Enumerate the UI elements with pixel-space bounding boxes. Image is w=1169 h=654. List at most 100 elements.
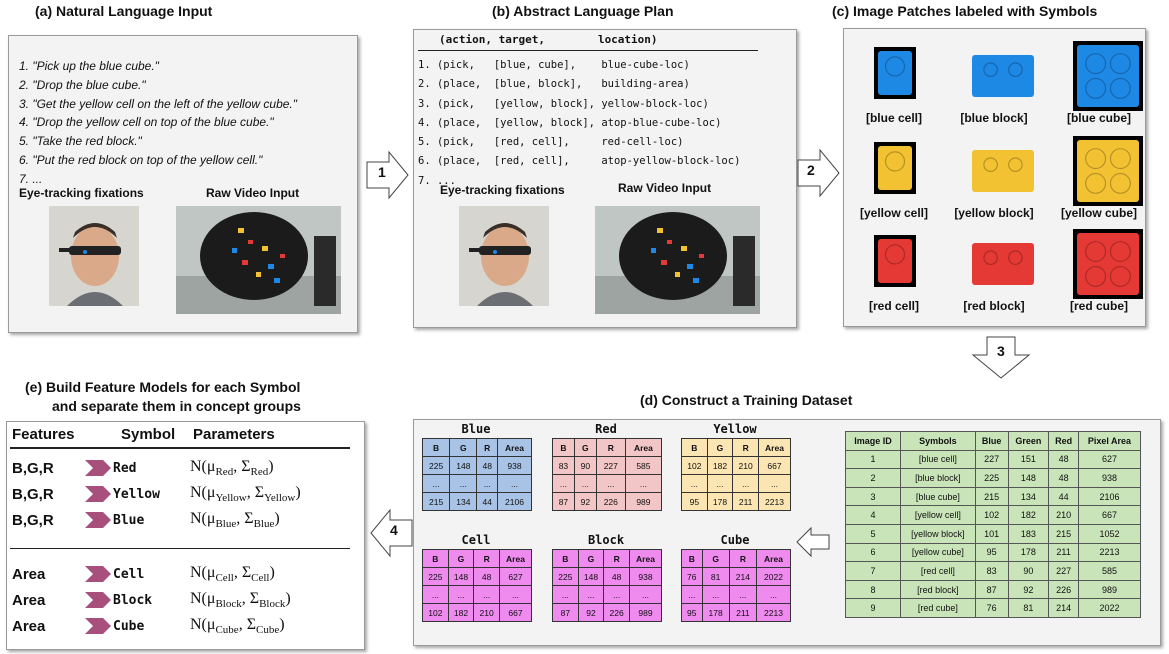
patch-label: [yellow cube] bbox=[1060, 206, 1137, 220]
dataset-cell: 1 bbox=[845, 449, 901, 470]
mu-subscript: Cube bbox=[215, 624, 239, 637]
mini-table-cell: 182 bbox=[447, 603, 475, 622]
mini-table-cell: 667 bbox=[757, 456, 792, 475]
dataset-cell: 182 bbox=[1007, 505, 1050, 525]
mini-table-cell: ... bbox=[706, 474, 734, 493]
mini-table-cell: 44 bbox=[476, 492, 498, 511]
blue-cube-patch bbox=[1073, 41, 1143, 111]
mini-table-row: ............ bbox=[681, 585, 791, 604]
mini-table-cell: 2106 bbox=[497, 492, 532, 511]
feature-name: B,G,R bbox=[12, 511, 54, 529]
sigma-subscript: Cube bbox=[256, 624, 280, 637]
dataset-cell: 8 bbox=[845, 579, 901, 600]
sigma-subscript: Blue bbox=[253, 518, 275, 531]
panel-b-title: (b) Abstract Language Plan bbox=[492, 3, 674, 19]
mini-table-cell: ... bbox=[681, 474, 708, 493]
dataset-cell: 178 bbox=[1007, 542, 1050, 563]
chevron-right-icon bbox=[85, 486, 111, 502]
mini-table-cell: 2213 bbox=[756, 603, 791, 622]
instruction-line: 5. "Take the red block." bbox=[19, 134, 142, 149]
eye-tracking-caption: Eye-tracking fixations bbox=[440, 183, 565, 197]
plan-line: 3. (pick, [yellow, block], yellow-block-… bbox=[418, 97, 709, 110]
dataset-cell: 90 bbox=[1007, 561, 1050, 581]
chevron-right-icon bbox=[85, 566, 111, 582]
mini-table-header: Area bbox=[498, 549, 533, 568]
mini-table-cell: ... bbox=[681, 585, 703, 604]
group-separator bbox=[10, 548, 350, 549]
dataset-cell: 102 bbox=[974, 505, 1009, 525]
mini-table-cell: 989 bbox=[624, 492, 663, 511]
mini-table-cell: ... bbox=[577, 585, 605, 604]
symbol-name: Red bbox=[113, 460, 137, 476]
mini-table-cell: 215 bbox=[421, 492, 451, 511]
mini-table-cell: 225 bbox=[421, 456, 451, 475]
arrow-4-icon bbox=[370, 508, 413, 558]
arrow-4-label: 4 bbox=[390, 522, 398, 538]
mini-table-title: Cell bbox=[461, 533, 491, 547]
header-symbol: Symbol bbox=[121, 426, 176, 443]
mini-table-cell: 627 bbox=[498, 567, 533, 586]
mini-table-cell: 95 bbox=[681, 603, 703, 622]
gaussian-parameters: N(μBlock, ΣBlock) bbox=[190, 589, 291, 611]
dataset-cell: 134 bbox=[1007, 486, 1050, 507]
mini-table-header: G bbox=[449, 438, 478, 457]
mini-table-header: R bbox=[732, 438, 759, 457]
mini-table-cell: ... bbox=[603, 585, 630, 604]
mini-table-cell: 214 bbox=[728, 567, 758, 586]
dataset-cell: 2 bbox=[845, 468, 901, 488]
dataset-cell: 627 bbox=[1077, 449, 1142, 470]
mini-table-cell: ... bbox=[422, 585, 449, 604]
dataset-cell: 3 bbox=[845, 486, 901, 507]
feature-name: Area bbox=[12, 617, 46, 635]
eye-tracking-caption: Eye-tracking fixations bbox=[19, 186, 144, 200]
mini-table-cell: ... bbox=[728, 585, 758, 604]
dataset-cell: [blue block] bbox=[899, 468, 976, 488]
raw-video-photo bbox=[595, 206, 760, 314]
yellow-block-patch bbox=[972, 150, 1034, 192]
mini-table-cell: ... bbox=[498, 585, 533, 604]
mini-table-cell: ... bbox=[552, 585, 579, 604]
dataset-cell: 87 bbox=[974, 579, 1009, 600]
mini-table-cell: 48 bbox=[476, 456, 498, 475]
patch-label: [yellow cell] bbox=[859, 206, 929, 220]
mini-table-header: R bbox=[728, 549, 758, 568]
yellow-cube-patch bbox=[1073, 136, 1143, 206]
dataset-cell: 211 bbox=[1048, 542, 1079, 563]
gaussian-parameters: N(μBlue, ΣBlue) bbox=[190, 509, 280, 531]
dataset-cell: 585 bbox=[1077, 561, 1142, 581]
mini-table-title: Blue bbox=[461, 422, 491, 436]
mini-table-cell: 92 bbox=[577, 603, 605, 622]
mini-table-header: Area bbox=[628, 549, 663, 568]
blue-block-patch bbox=[972, 55, 1034, 97]
dataset-cell: 83 bbox=[974, 561, 1009, 581]
header-features: Features bbox=[12, 426, 75, 443]
mini-table-header: B bbox=[421, 438, 451, 457]
red-cell-patch bbox=[874, 235, 916, 287]
dataset-cell: 227 bbox=[974, 449, 1009, 470]
dataset-cell: 7 bbox=[845, 561, 901, 581]
mini-table-cell: 938 bbox=[497, 456, 532, 475]
dataset-cell: [blue cube] bbox=[899, 486, 976, 507]
dataset-cell: 667 bbox=[1077, 505, 1142, 525]
plan-header-rule bbox=[418, 50, 758, 51]
panel-b: (action, target, location) 1. (pick, [bl… bbox=[413, 29, 797, 328]
mini-table-cell: 92 bbox=[573, 492, 597, 511]
dataset-cell: 215 bbox=[974, 486, 1009, 507]
arrow-3-label: 3 bbox=[997, 343, 1005, 359]
mini-table-cell: ... bbox=[476, 474, 498, 493]
mini-table-row: ............ bbox=[681, 474, 792, 493]
patch-label: [red block] bbox=[963, 299, 1025, 313]
dataset-cell: 183 bbox=[1007, 523, 1050, 544]
mini-table-header: R bbox=[595, 438, 626, 457]
